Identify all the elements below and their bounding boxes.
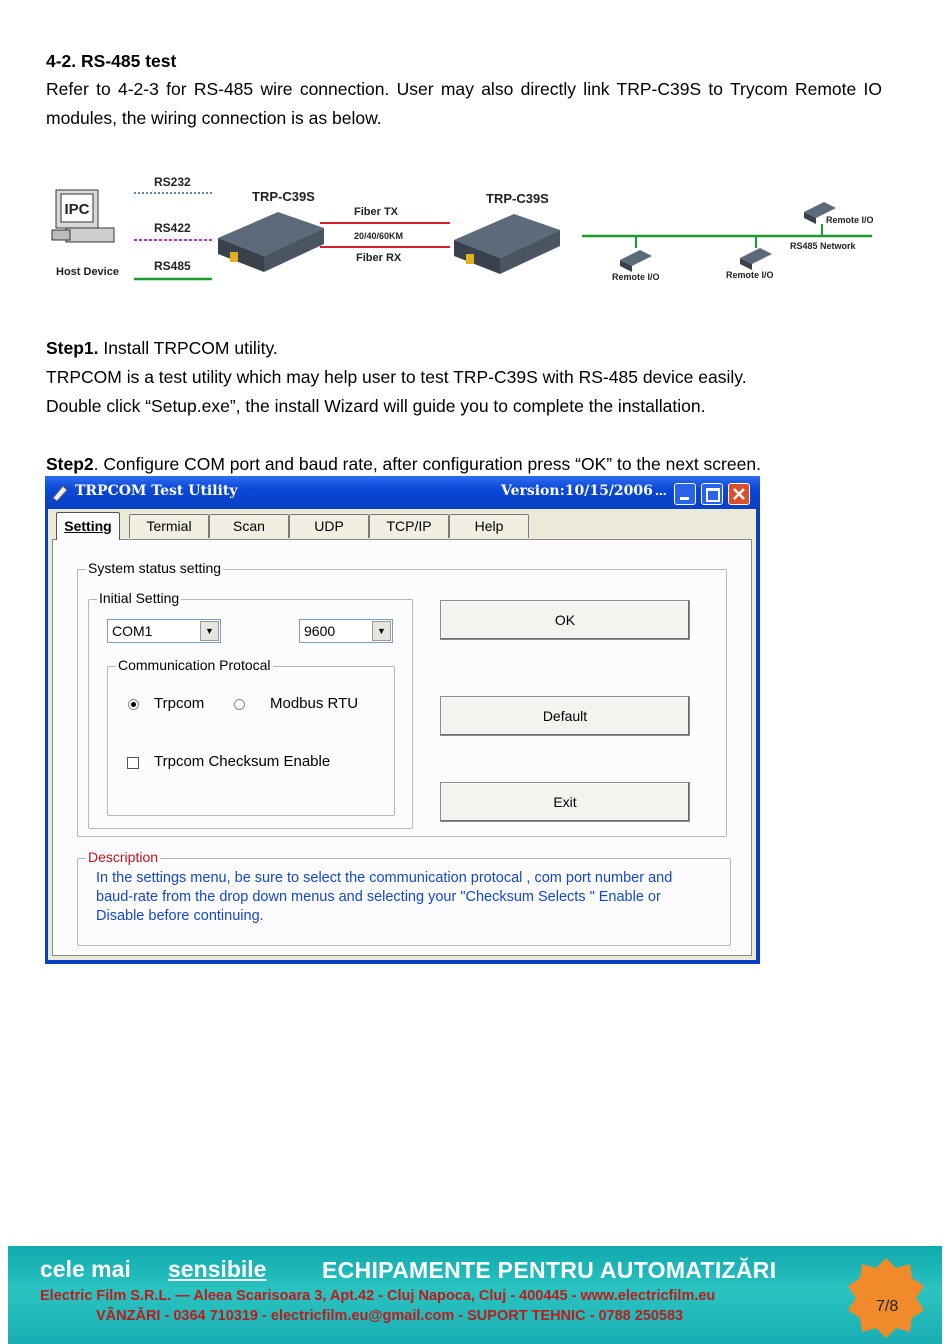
baud-rate-value: 9600: [304, 623, 336, 639]
baud-rate-select[interactable]: 9600 ▼: [299, 619, 393, 643]
radio-modbus-rtu-label: Modbus RTU: [270, 695, 359, 712]
remote-io-3-icon: [804, 202, 836, 224]
remote-io-2-label: Remote I/O: [726, 270, 774, 280]
com-port-value: COM1: [112, 623, 153, 639]
tab-help[interactable]: Help: [449, 514, 529, 538]
radio-trpcom-label: Trpcom: [154, 695, 205, 712]
step2-text: Step2. Configure COM port and baud rate,…: [46, 454, 761, 474]
initial-setting-label: Initial Setting: [97, 590, 182, 606]
remote-io-2-icon: [740, 248, 772, 270]
footer-address: Electric Film S.R.L. — Aleea Scarisoara …: [40, 1288, 716, 1304]
remote-io-3-label: Remote I/O: [826, 215, 874, 225]
checksum-checkbox[interactable]: [127, 757, 139, 769]
close-button[interactable]: [728, 483, 750, 505]
initial-setting-group: Initial Setting COM1 ▼ 9600 ▼ Communicat…: [88, 590, 413, 829]
ipc-computer-icon: [51, 189, 115, 243]
footer-slogan-b: sensibile: [168, 1256, 267, 1282]
minimize-icon: [680, 497, 689, 500]
maximize-button[interactable]: [701, 483, 723, 505]
rs485-network-label: RS485 Network: [790, 241, 857, 251]
description-group: Description In the settings menu, be sur…: [77, 849, 731, 946]
description-text: In the settings menu, be sure to select …: [96, 870, 673, 924]
fiber-distance-label: 20/40/60KM: [354, 231, 403, 241]
window-titlebar[interactable]: TRPCOM Test Utility Version:10/15/2006 .…: [45, 476, 760, 509]
trp-c39s-device-2-icon: [454, 214, 560, 274]
trpcom-window: TRPCOM Test Utility Version:10/15/2006 .…: [45, 476, 760, 964]
exit-button[interactable]: Exit: [440, 782, 690, 822]
radio-modbus-rtu[interactable]: [234, 699, 245, 710]
system-status-group: System status setting Initial Setting CO…: [77, 560, 727, 837]
footer-contact: VÂNZĂRI - 0364 710319 - electricfilm.eu@…: [96, 1308, 684, 1324]
page-badge-icon: [848, 1258, 924, 1338]
page-number: 7/8: [876, 1298, 899, 1315]
host-device-label: Host Device: [56, 266, 119, 278]
device1-label: TRP-C39S: [252, 189, 315, 204]
ipc-label: IPC: [64, 201, 89, 218]
minimize-button[interactable]: [674, 483, 696, 505]
chevron-down-icon[interactable]: ▼: [372, 621, 391, 641]
section-heading: 4-2. RS-485 test: [46, 51, 177, 71]
tab-tcpip[interactable]: TCP/IP: [369, 514, 449, 538]
remote-io-1-icon: [620, 250, 652, 272]
window-version: Version:10/15/2006: [501, 483, 653, 499]
app-icon: [52, 485, 68, 502]
tab-udp[interactable]: UDP: [289, 514, 369, 538]
ok-button[interactable]: OK: [440, 600, 690, 640]
remote-io-1-label: Remote I/O: [612, 272, 660, 282]
tab-setting[interactable]: Setting: [56, 512, 120, 540]
maximize-icon: [706, 488, 720, 502]
close-icon: [733, 488, 745, 500]
rs232-label: RS232: [154, 175, 191, 189]
tab-termial[interactable]: Termial: [129, 514, 209, 538]
description-label: Description: [86, 849, 161, 865]
step1-title: Step1. Install TRPCOM utility.: [46, 338, 278, 358]
rs485-label: RS485: [154, 259, 191, 273]
communication-protocol-group: Communication Protocal Trpcom Modbus RTU…: [107, 657, 395, 816]
setting-tab-panel: System status setting Initial Setting CO…: [52, 539, 752, 956]
window-title: TRPCOM Test Utility: [75, 483, 238, 499]
default-button[interactable]: Default: [440, 696, 690, 736]
checksum-checkbox-label: Trpcom Checksum Enable: [154, 753, 331, 770]
title-ellipsis: ...: [655, 482, 667, 498]
device2-label: TRP-C39S: [486, 191, 549, 206]
window-client-area: Setting Termial Scan UDP TCP/IP Help Sys…: [48, 509, 756, 960]
footer-banner: cele mai sensibile ECHIPAMENTE PENTRU AU…: [8, 1246, 942, 1344]
trp-c39s-device-1-icon: [218, 212, 324, 272]
fiber-tx-label: Fiber TX: [354, 206, 399, 218]
step1-instructions: Double click “Setup.exe”, the install Wi…: [46, 396, 706, 416]
system-status-label: System status setting: [86, 560, 224, 576]
step1-description: TRPCOM is a test utility which may help …: [46, 367, 747, 387]
wiring-diagram: IPC Host Device RS232 RS422 RS485 TRP-C3…: [51, 175, 874, 282]
radio-trpcom[interactable]: [128, 699, 139, 710]
footer-slogan-a: cele mai: [40, 1256, 131, 1282]
fiber-rx-label: Fiber RX: [356, 252, 402, 264]
intro-paragraph: Refer to 4-2-3 for RS-485 wire connectio…: [46, 79, 882, 128]
tab-scan[interactable]: Scan: [209, 514, 289, 538]
footer-headline: ECHIPAMENTE PENTRU AUTOMATIZĂRI: [322, 1257, 777, 1283]
rs422-label: RS422: [154, 221, 191, 235]
com-port-select[interactable]: COM1 ▼: [107, 619, 221, 643]
communication-protocol-label: Communication Protocal: [116, 657, 273, 673]
chevron-down-icon[interactable]: ▼: [200, 621, 219, 641]
